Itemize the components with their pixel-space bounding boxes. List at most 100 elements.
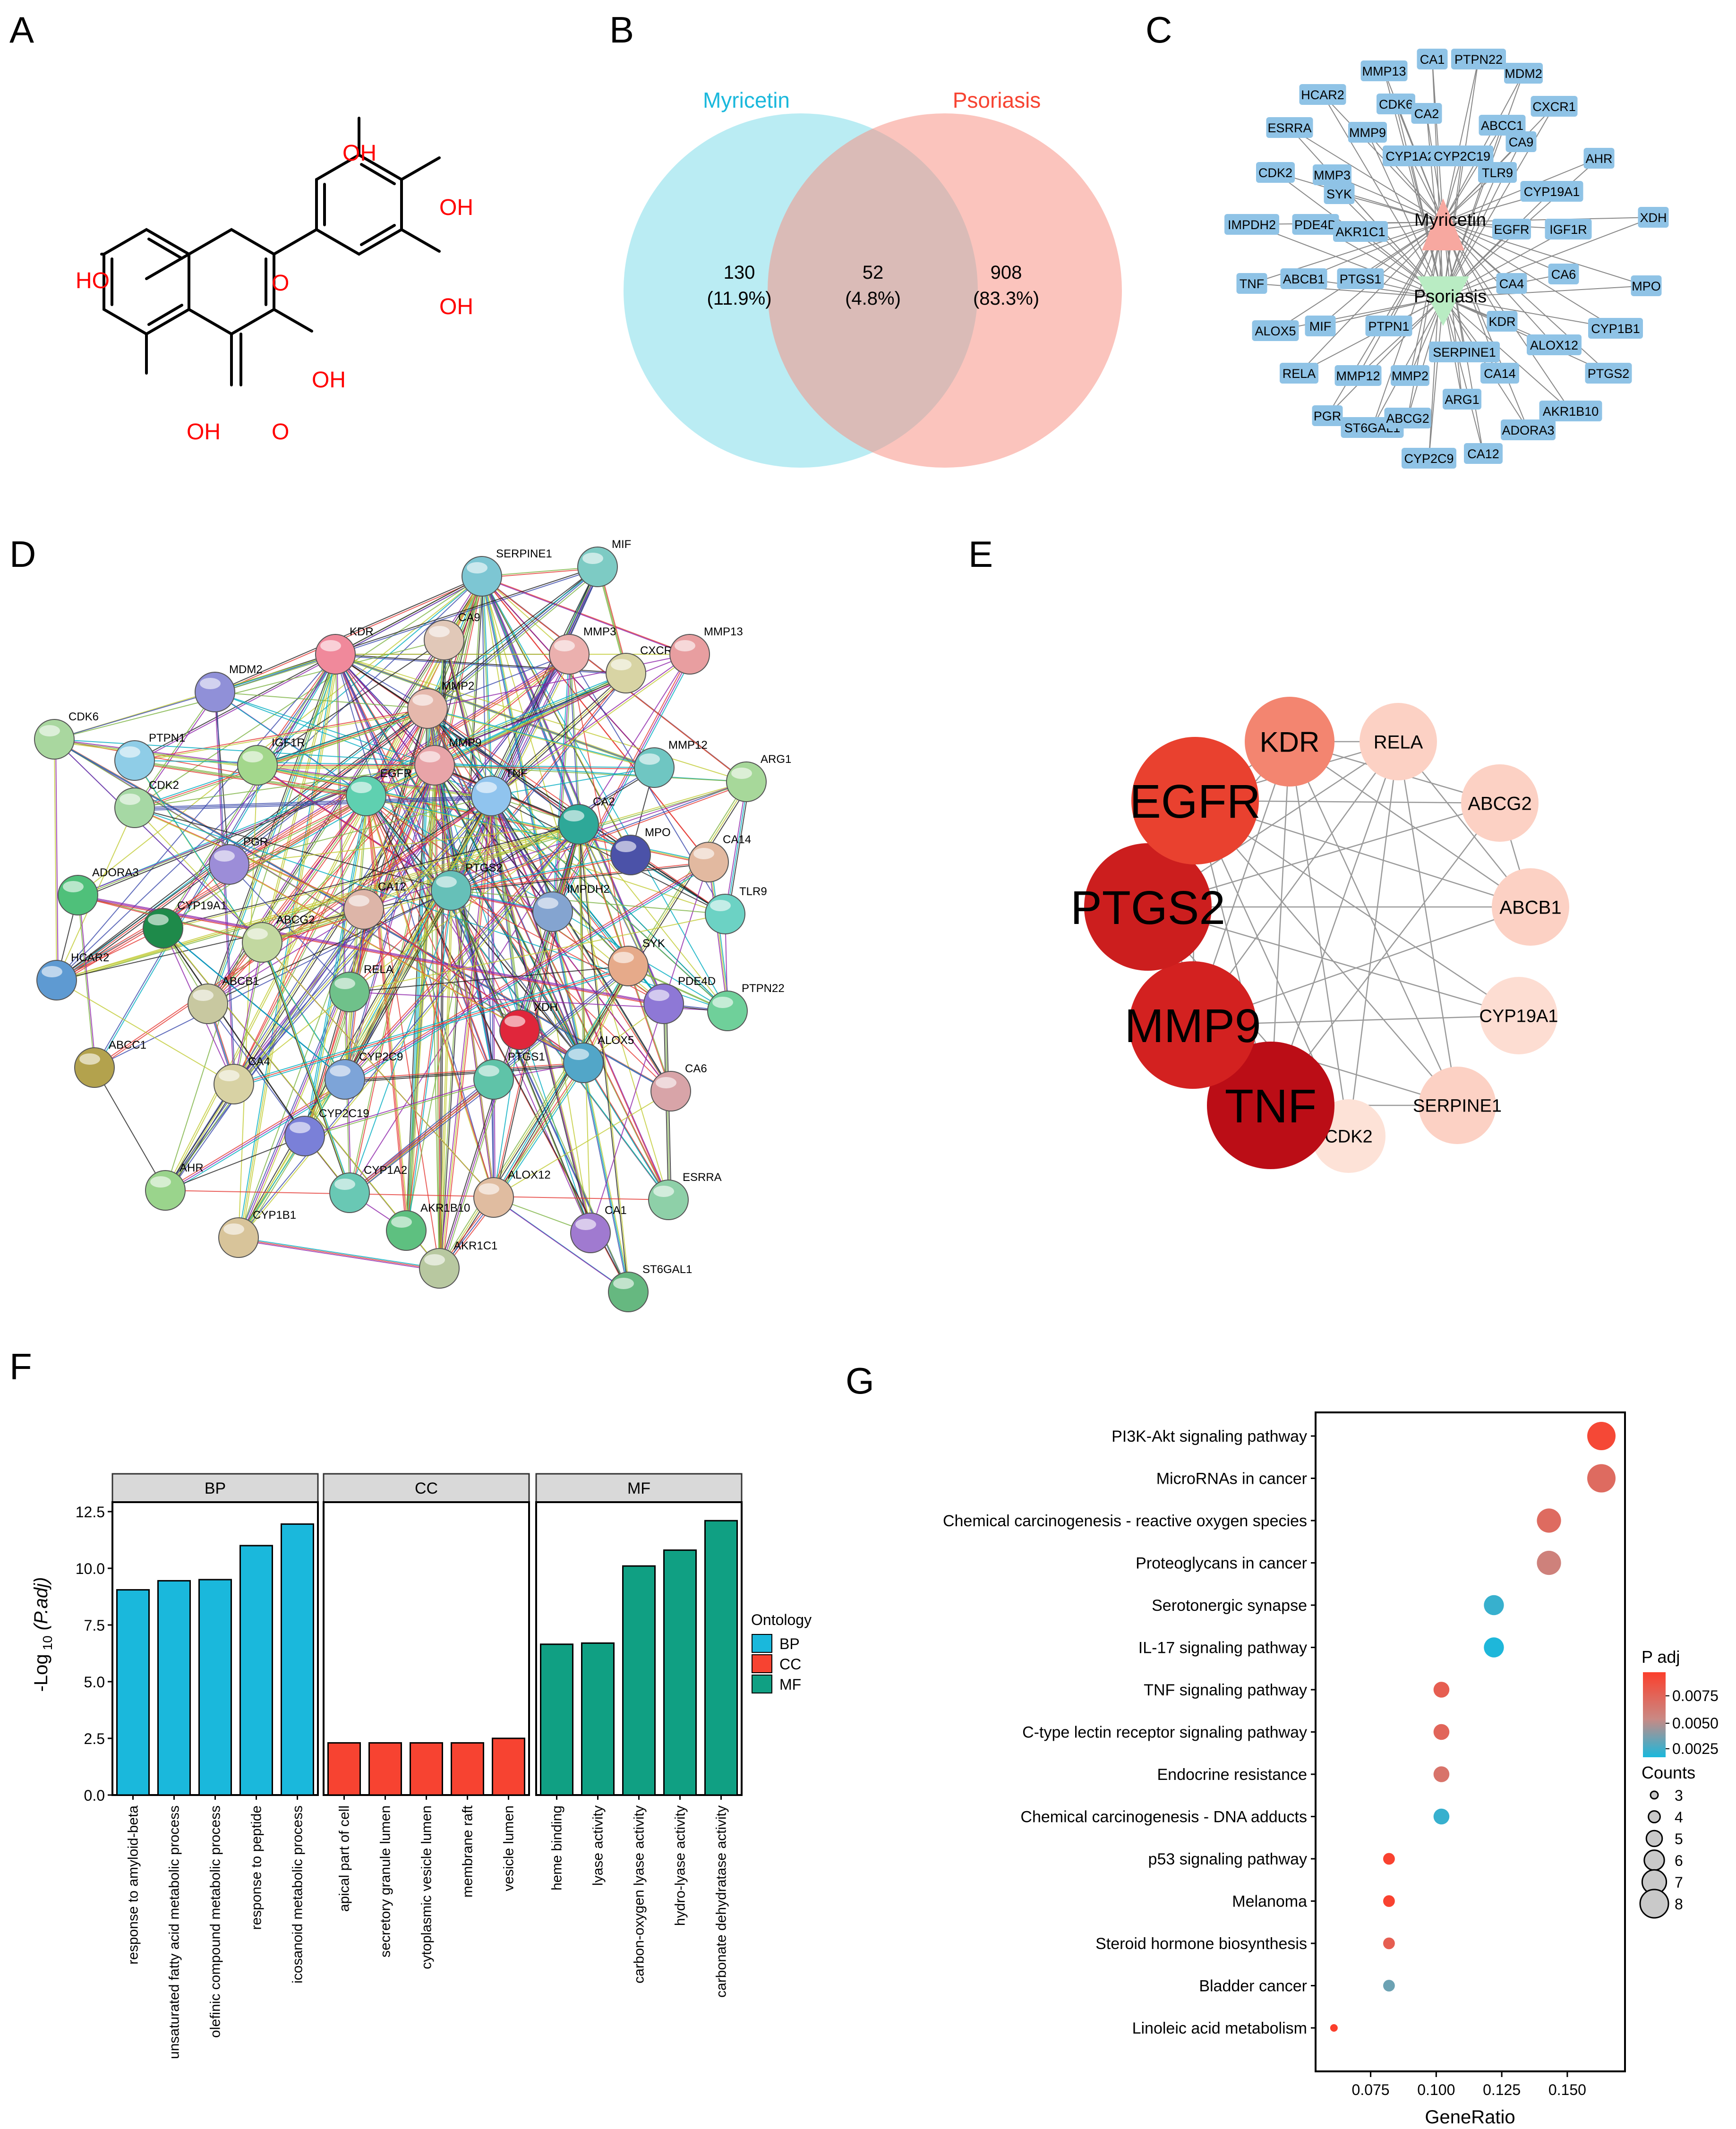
- ppi-node-shine: [693, 848, 714, 859]
- chart-f: -Log 10 (P.adj) 0.02.55.07.510.012.5 BPr…: [31, 1473, 812, 2059]
- xtick-label: hydro-lyase activity: [673, 1805, 688, 1926]
- ppi-edge: [496, 1065, 587, 1201]
- ppi-edge: [262, 654, 336, 943]
- ppi-node-shine: [653, 1186, 674, 1197]
- ppi-edge: [134, 807, 452, 891]
- psoriasis-node-label: Psoriasis: [1414, 287, 1487, 307]
- venn-overlap-count: 52: [863, 262, 884, 283]
- network-edge: [1327, 297, 1444, 416]
- pathway-dot: [1433, 1682, 1450, 1698]
- panel-label-g: G: [846, 1360, 874, 1402]
- network-edge: [1443, 217, 1654, 298]
- network-target-node: MMP12: [1334, 365, 1382, 386]
- ppi-edge: [366, 795, 494, 1080]
- xtick-label: cytoplasmic vesicle lumen: [419, 1805, 435, 1969]
- hub-node: EGFR: [1129, 737, 1261, 864]
- ppi-node-label: CA1: [605, 1204, 627, 1217]
- network-target-node: HCAR2: [1299, 84, 1346, 105]
- pathway-dot: [1433, 1766, 1450, 1782]
- legend-label-bp: BP: [779, 1635, 800, 1652]
- hub-node-label: ABCB1: [1499, 897, 1561, 918]
- ppi-node: CA12: [343, 881, 406, 930]
- network-edge: [1299, 222, 1444, 374]
- ppi-node: CA9: [424, 611, 480, 660]
- ppi-node-shine: [242, 751, 263, 762]
- ppi-node-shine: [419, 751, 440, 762]
- ppi-node-circle: [218, 1217, 259, 1258]
- ppi-node-shine: [150, 1176, 171, 1188]
- pathway-dot: [1433, 1808, 1450, 1825]
- ppi-node-label: CYP19A1: [177, 899, 227, 912]
- ppi-edge: [349, 890, 452, 992]
- ppi-node-circle: [114, 787, 155, 828]
- ppi-node-shine: [575, 1219, 596, 1230]
- hub-edge: [1348, 741, 1399, 1137]
- network-node-label: SERPINE1: [1433, 345, 1496, 359]
- ppi-node: CA2: [558, 795, 615, 845]
- ppi-edge: [134, 708, 428, 808]
- ppi-edge: [481, 576, 690, 655]
- size-legend-label: 5: [1675, 1830, 1683, 1847]
- ppi-node-shine: [290, 1122, 310, 1133]
- ppi-node-shine: [476, 782, 497, 793]
- ppi-edge: [210, 657, 339, 1007]
- ppi-node-label: IMPDH2: [567, 883, 610, 896]
- pathway-row: Melanoma: [1232, 1893, 1395, 1911]
- color-legend-tick: 0.0025: [1672, 1740, 1719, 1757]
- ppi-node: AKR1C1: [419, 1240, 497, 1289]
- ytick-label: 5.0: [84, 1674, 105, 1691]
- ppi-edge: [257, 654, 336, 766]
- ppi-node-circle: [414, 745, 455, 786]
- ppi-edge: [554, 655, 692, 914]
- ppi-node-circle: [325, 1059, 365, 1100]
- network-target-node: CYP1A2: [1383, 145, 1437, 166]
- network-target-node: MPO: [1631, 275, 1662, 296]
- ppi-node: MMP9: [414, 736, 481, 786]
- ppi-edge: [306, 797, 368, 1138]
- ppi-node-circle: [195, 672, 235, 712]
- ppi-edge: [306, 1080, 496, 1138]
- ppi-node: CXCR1: [606, 644, 678, 693]
- ppi-edge: [336, 655, 673, 1093]
- ppi-node: CYP1A2: [329, 1164, 407, 1213]
- ppi-node: MDM2: [195, 663, 263, 712]
- hub-node-circle: [1461, 764, 1539, 842]
- hub-node-label: PTGS2: [1070, 881, 1225, 934]
- network-node-label: CA12: [1467, 447, 1499, 461]
- ppi-edge: [239, 655, 337, 1240]
- network-node-label: MMP2: [1392, 369, 1428, 383]
- ppi-edge: [427, 654, 690, 709]
- ppi-edge: [263, 825, 581, 944]
- size-legend-dot: [1639, 1889, 1669, 1919]
- network-target-node: CA6: [1548, 264, 1579, 284]
- network-node-label: RELA: [1283, 367, 1316, 381]
- size-legend-label: 7: [1675, 1874, 1683, 1891]
- network-node-box: [1417, 49, 1448, 69]
- facet-strip: [535, 1473, 743, 1503]
- ppi-node-circle: [650, 1071, 691, 1112]
- hub-node-label: CDK2: [1325, 1127, 1372, 1147]
- ppi-edge: [344, 1062, 584, 1080]
- ppi-edge: [484, 579, 667, 1007]
- ppi-node: RELA: [329, 963, 393, 1012]
- ppi-node-circle: [563, 1043, 604, 1083]
- ppi-node-shine: [649, 990, 669, 1001]
- ppi-edge: [94, 1067, 166, 1191]
- network-target-node: KDR: [1487, 311, 1518, 332]
- facet-strip-label: BP: [205, 1479, 226, 1497]
- ppi-node-circle: [471, 776, 512, 816]
- network-node-label: IMPDH2: [1228, 218, 1276, 232]
- ppi-edge: [262, 795, 492, 943]
- ppi-node-label: ABCC1: [109, 1039, 146, 1052]
- ppi-node: CDK2: [114, 779, 179, 828]
- ppi-node: MMP2: [407, 680, 474, 729]
- ppi-edge: [136, 710, 429, 762]
- hub-node: KDR: [1245, 697, 1334, 787]
- ytick-label: 0.0: [84, 1787, 105, 1804]
- ppi-edge: [434, 765, 655, 768]
- ppi-edge: [134, 795, 492, 808]
